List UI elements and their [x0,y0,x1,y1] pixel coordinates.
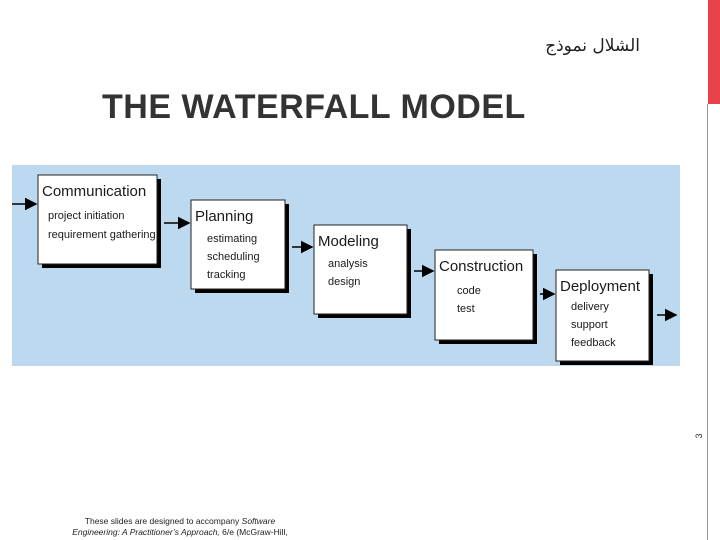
phase-task: tracking [207,269,246,281]
footer-line1-prefix: These slides are designed to accompany [84,516,242,526]
phase-title: Communication [42,183,146,200]
phase-planning: Planning estimating scheduling tracking [190,199,289,293]
phase-task: test [457,303,475,315]
phase-task: requirement gathering [48,229,156,241]
page-number: 3 [694,433,704,439]
phase-title: Planning [195,208,253,225]
phase-communication: Communication project initiation requireme… [37,174,161,268]
footer-line2-suffix: 6/e (McGraw-Hill, [219,527,288,537]
phase-title: Construction [439,258,523,275]
phase-task: feedback [571,337,616,349]
waterfall-diagram: Communication project initiation requireme… [12,165,680,366]
phase-construction: Construction code test [434,249,537,344]
phase-box [555,269,650,362]
phase-box [190,199,286,290]
phase-box [313,224,408,315]
phase-task: support [571,319,608,331]
phase-task: estimating [207,233,257,245]
phase-task: design [328,276,360,288]
arabic-title: الشلال نموذج [545,36,640,56]
footer-citation: These slides are designed to accompany S… [30,516,330,538]
phase-deployment: Deployment delivery support feedback [555,269,653,365]
slide-edge-rule [707,104,708,540]
footer-line2-italic: Engineering: A Practitioner’s Approach, [72,527,220,537]
phase-task: delivery [571,301,609,313]
phase-task: project initiation [48,210,124,222]
phase-box [37,174,158,265]
accent-bar [708,0,720,104]
phase-task: code [457,285,481,297]
phase-box [434,249,534,341]
phase-task: scheduling [207,251,260,263]
phase-title: Deployment [560,278,641,295]
slide-title: THE WATERFALL MODEL [102,88,526,126]
phase-task: analysis [328,258,368,270]
footer-line1-italic: Software [241,516,276,526]
phase-modeling: Modeling analysis design [313,224,411,318]
phase-title: Modeling [318,233,379,250]
